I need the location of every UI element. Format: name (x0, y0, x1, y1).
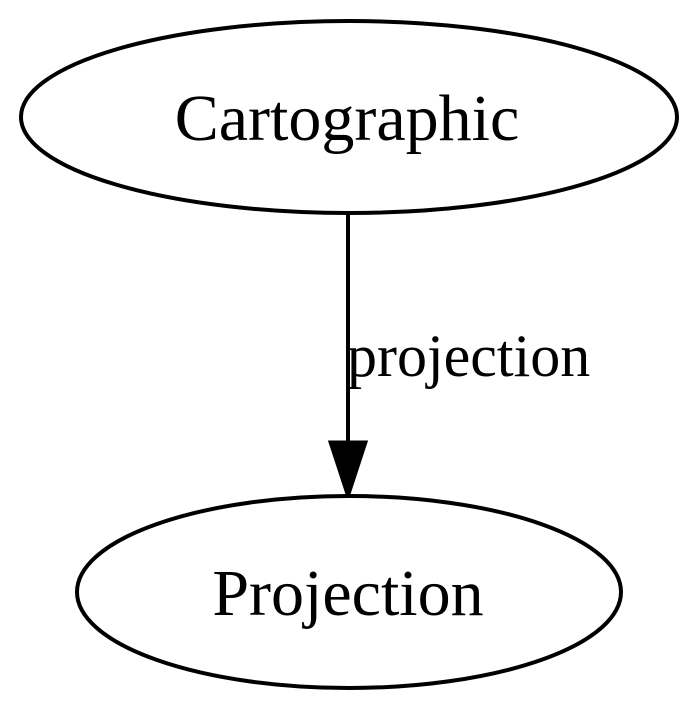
node-projection-label: Projection (212, 557, 483, 630)
node-projection: Projection (75, 494, 623, 690)
edge-label: projection (347, 323, 590, 389)
node-cartographic: Cartographic (19, 19, 679, 215)
node-cartographic-label: Cartographic (175, 82, 520, 155)
edge-arrowhead (327, 440, 369, 502)
node-projection-ellipse (75, 494, 623, 690)
edge-cartographic-to-projection: projection (327, 213, 590, 502)
